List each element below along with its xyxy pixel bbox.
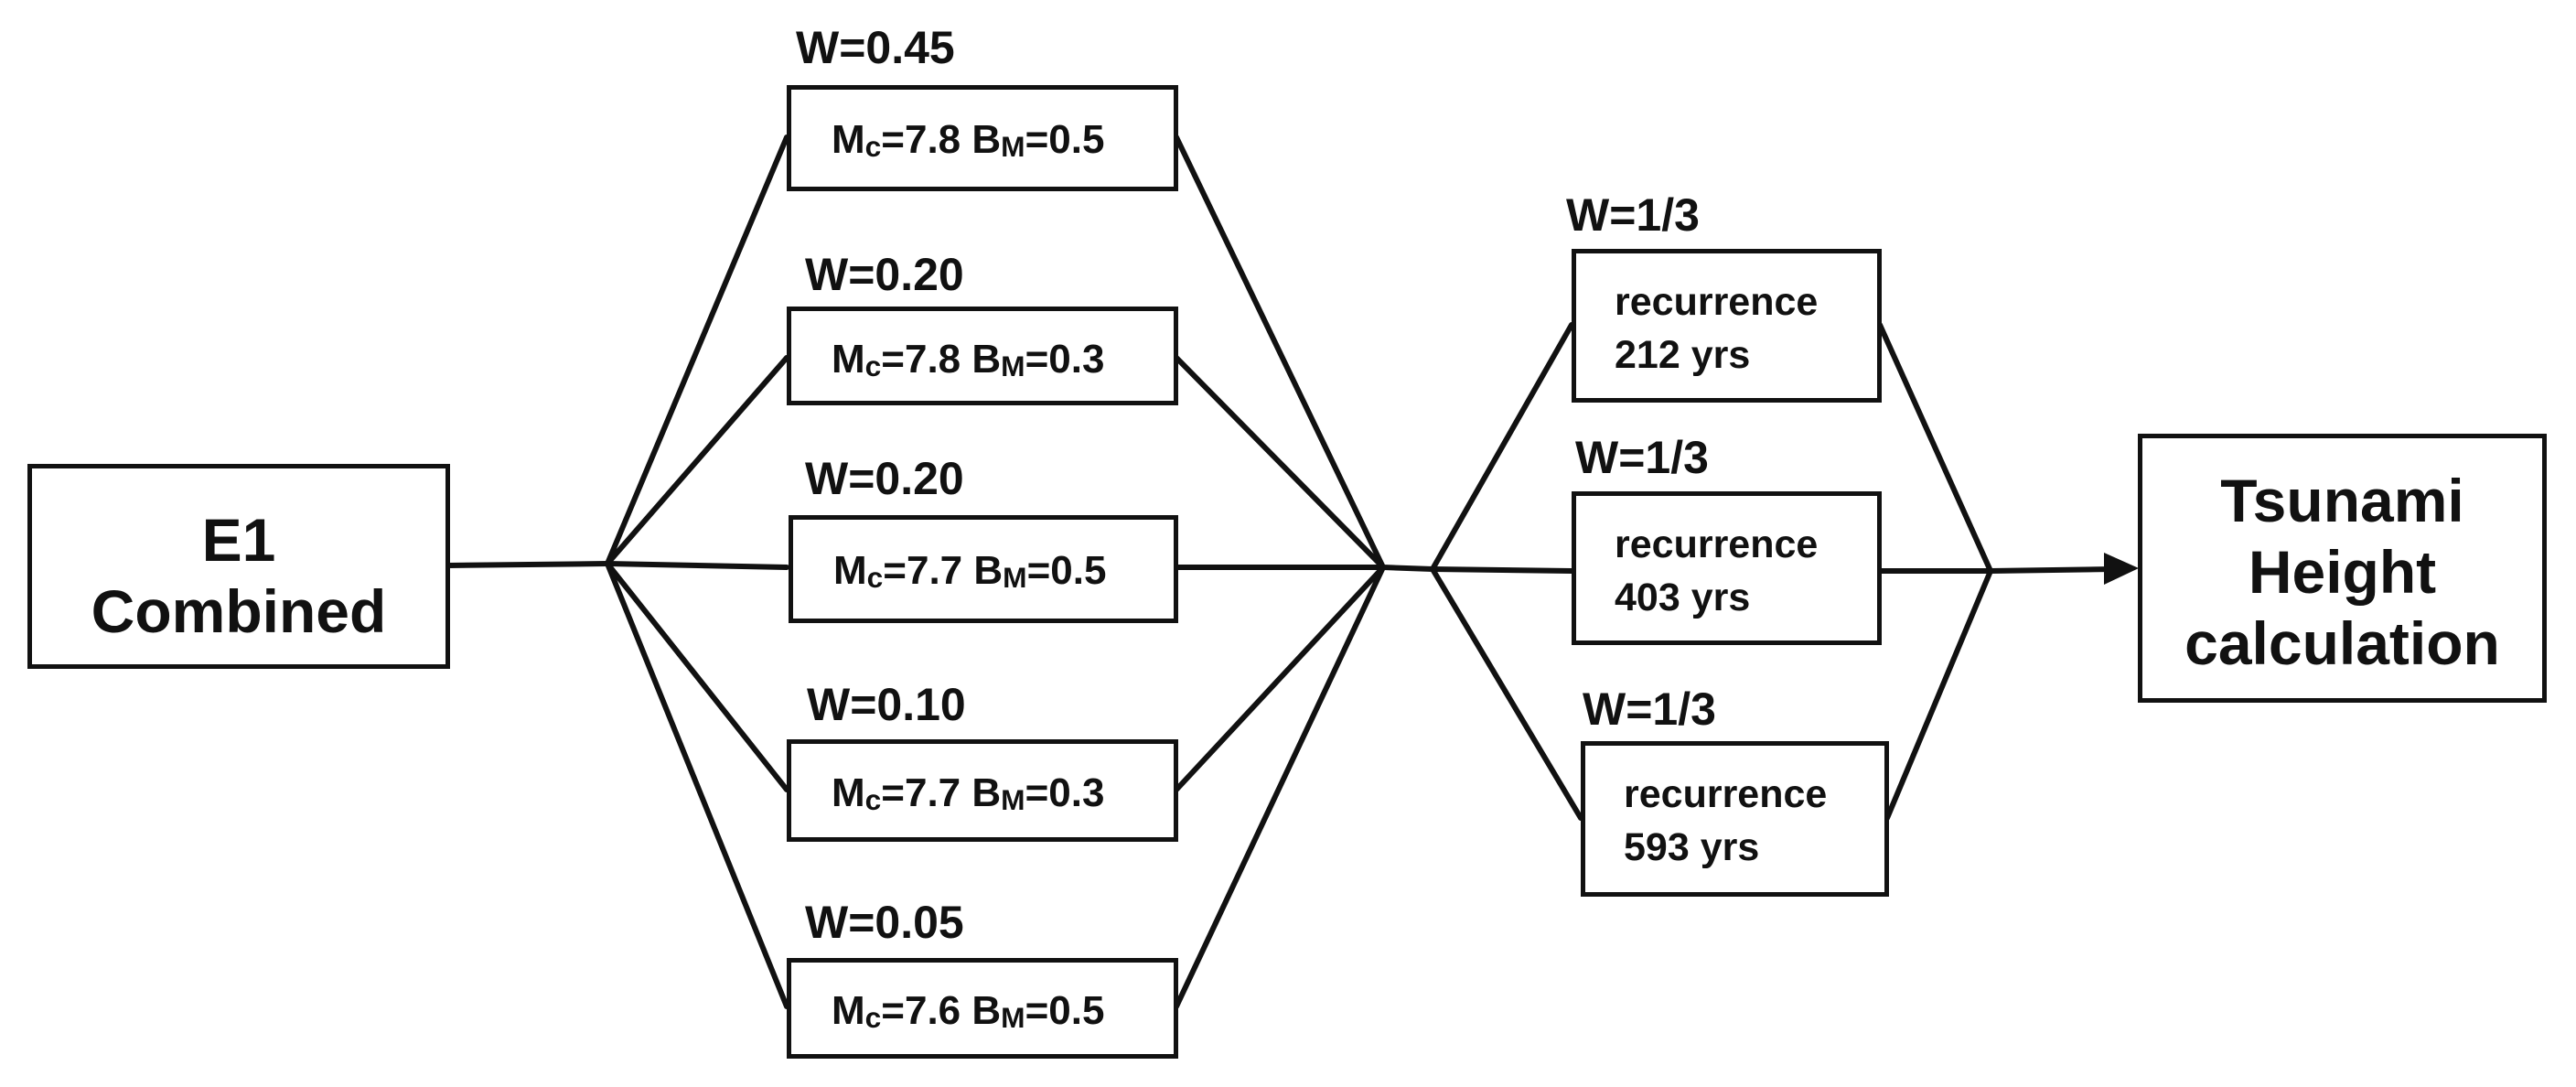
branch2-label-line2: 212 yrs — [1615, 333, 1751, 378]
branch1-params: Mc=7.7 BM=0.3 — [832, 770, 1105, 816]
connector-node-to-branch1-2 — [605, 355, 789, 566]
branch2-label-line1: recurrence — [1624, 772, 1828, 816]
branch2-label-line1: recurrence — [1615, 280, 1819, 324]
target-label-line3: calculation — [2184, 608, 2500, 677]
connector-branch1-2-to-merge — [1174, 355, 1386, 570]
branch1-box: Mc=7.8 BM=0.5 — [787, 85, 1178, 191]
connector-node-to-branch1-1 — [605, 135, 789, 566]
connector-branch2-3-to-merge2 — [1884, 568, 1993, 821]
branch1-box: Mc=7.8 BM=0.3 — [787, 307, 1178, 405]
branch2-weight: W=1/3 — [1575, 432, 1709, 483]
branch2-label-line2: 593 yrs — [1624, 825, 1760, 870]
source-label-line1: E1 — [201, 506, 276, 574]
connector-branch1-5-to-merge — [1174, 565, 1386, 1009]
branch1-box: Mc=7.6 BM=0.5 — [787, 958, 1178, 1059]
branch1-box: Mc=7.7 BM=0.3 — [787, 739, 1178, 842]
branch1-params: Mc=7.8 BM=0.5 — [832, 117, 1105, 163]
branch2-box: recurrence 212 yrs — [1572, 249, 1882, 403]
connector-node2-to-branch2-3 — [1430, 566, 1583, 821]
branch2-label-line2: 403 yrs — [1615, 576, 1751, 620]
branch1-weight: W=0.20 — [805, 453, 964, 504]
connector-merge-to-node2 — [1380, 565, 1435, 572]
connector-branch1-1-to-merge — [1174, 135, 1386, 570]
branch2-label-line1: recurrence — [1615, 522, 1819, 566]
connector-node2-to-branch2-2 — [1430, 566, 1574, 574]
target-label-line2: Height — [2248, 537, 2437, 606]
arrowhead-icon — [2104, 553, 2139, 585]
branch1-weight: W=0.05 — [805, 897, 964, 948]
branch1-box: Mc=7.7 BM=0.5 — [789, 515, 1178, 623]
branch2-weight: W=1/3 — [1566, 189, 1700, 241]
connector-merge2-to-arrow — [1988, 566, 2116, 574]
connector-source-to-node — [445, 561, 610, 568]
branch2-weight: W=1/3 — [1583, 683, 1716, 735]
target-node-box: Tsunami Height calculation — [2138, 434, 2547, 703]
connector-node-to-branch1-3 — [605, 561, 789, 570]
source-node-box: E1 Combined — [27, 464, 450, 669]
branch1-weight: W=0.10 — [807, 679, 966, 730]
branch1-weight: W=0.45 — [796, 22, 955, 73]
branch1-weight: W=0.20 — [805, 249, 964, 300]
target-label-line1: Tsunami — [2220, 467, 2464, 534]
connector-branch1-4-to-merge — [1174, 565, 1386, 792]
branch2-box: recurrence 403 yrs — [1572, 491, 1882, 645]
connector-branch2-1-to-merge2 — [1877, 322, 1993, 574]
connector-node-to-branch1-5 — [605, 561, 789, 1009]
source-label-line2: Combined — [91, 576, 387, 645]
connector-node2-to-branch2-1 — [1430, 322, 1574, 572]
branch1-params: Mc=7.8 BM=0.3 — [832, 337, 1105, 382]
branch2-box: recurrence 593 yrs — [1581, 741, 1889, 897]
branch1-params: Mc=7.6 BM=0.5 — [832, 988, 1105, 1034]
connector-node-to-branch1-4 — [605, 561, 789, 792]
branch1-params: Mc=7.7 BM=0.5 — [833, 548, 1107, 594]
